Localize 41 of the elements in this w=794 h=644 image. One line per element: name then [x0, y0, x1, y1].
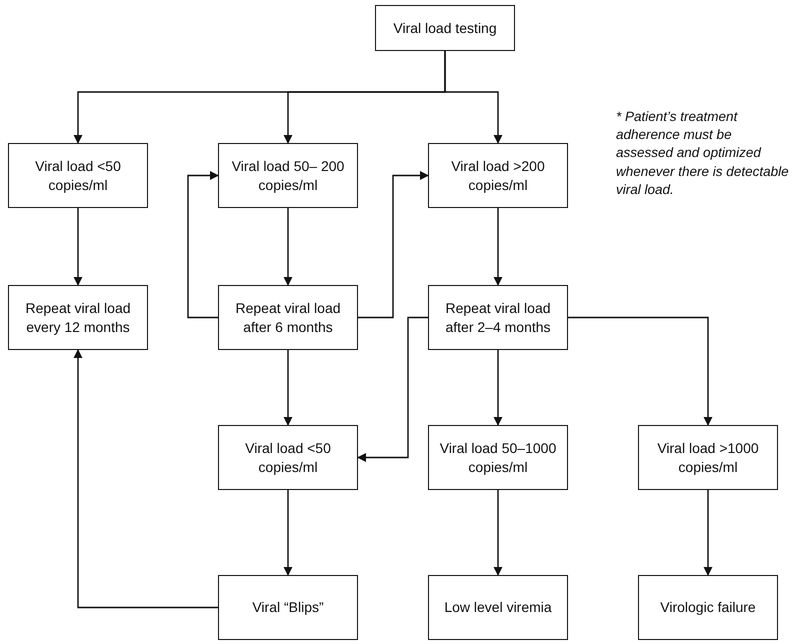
process-box [8, 285, 148, 350]
box-label: Repeat viral load after 2–4 months [444, 298, 552, 336]
arrow [358, 171, 429, 318]
box-label: Viral load <50 copies/ml [34, 156, 122, 194]
process-box [428, 425, 568, 490]
arrow [444, 51, 502, 144]
process-box [428, 575, 568, 640]
arrow [284, 490, 292, 576]
process-box [638, 575, 778, 640]
arrow [704, 490, 712, 576]
process-box [428, 285, 568, 350]
arrow [568, 316, 712, 426]
box-label: Viral load 50– 200 copies/ml [230, 156, 346, 194]
box-label: Low level viremia [444, 598, 552, 617]
box-label: Repeat viral load every 12 months [24, 298, 132, 336]
arrow [494, 208, 502, 286]
box-label: Viral “Blips” [252, 598, 324, 617]
process-box [218, 425, 358, 490]
process-box [218, 143, 358, 208]
box-label: Repeat viral load after 6 months [234, 298, 342, 336]
box-label: Virologic failure [660, 598, 756, 617]
box-label: Viral load >200 copies/ml [450, 156, 546, 194]
process-box [218, 575, 358, 640]
process-box [428, 143, 568, 208]
process-box [8, 143, 148, 208]
arrow [284, 350, 292, 426]
box-label: Viral load >1000 copies/ml [656, 438, 760, 476]
footnote: * Patient’s treatment adherence must be assessed and optimized whenever there is detectable viral load. [616, 108, 790, 199]
arrow [187, 171, 219, 318]
arrow [284, 208, 292, 286]
arrow [357, 316, 428, 462]
process-box [218, 285, 358, 350]
box-label: Viral load 50–1000 copies/ml [438, 438, 558, 476]
box-label: Viral load <50 copies/ml [244, 438, 332, 476]
arrow [494, 490, 502, 576]
process-box [375, 5, 515, 51]
arrow [74, 208, 82, 286]
box-label: Viral load testing [393, 18, 497, 38]
arrow [494, 350, 502, 426]
arrow [74, 349, 218, 608]
process-box [638, 425, 778, 490]
